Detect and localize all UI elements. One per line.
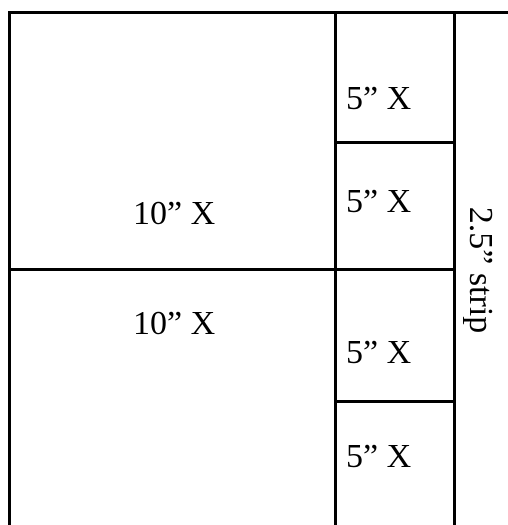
top-border [8,11,508,14]
large-panel-divider [8,268,336,271]
large-bottom-label: 10” X [133,305,216,342]
small-label-2: 5” X [346,183,412,220]
small-divider-3 [334,400,456,403]
small-label-3: 5” X [346,334,412,371]
large-top-label: 10” X [133,195,216,232]
strip-label: 2.5” strip [462,206,499,334]
small-label-1: 5” X [346,80,412,117]
small-divider-1 [334,141,456,144]
small-label-4: 5” X [346,438,412,475]
small-divider-2 [334,268,456,271]
